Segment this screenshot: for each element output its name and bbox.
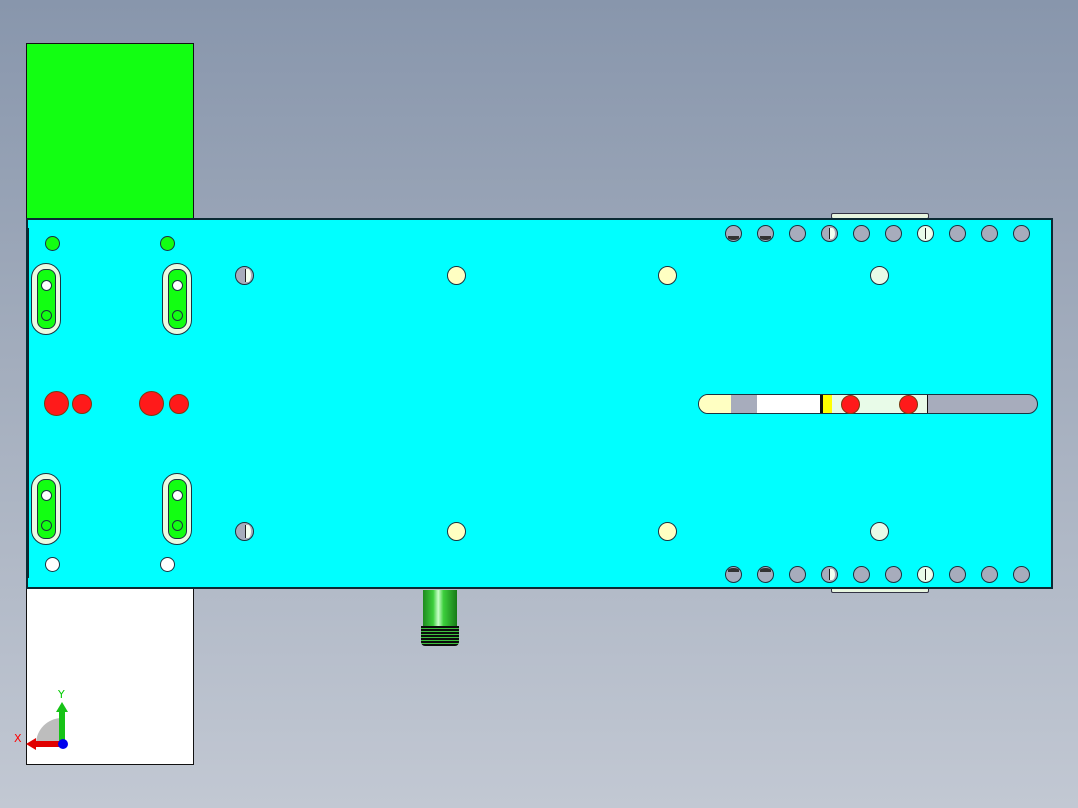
slot-red-pin[interactable] bbox=[841, 395, 860, 414]
y-axis-label: Y bbox=[58, 688, 65, 701]
hole-cream[interactable] bbox=[658, 522, 677, 541]
hole-gray[interactable] bbox=[757, 225, 774, 242]
hole-red-small[interactable] bbox=[169, 394, 189, 414]
hole-gray[interactable] bbox=[235, 266, 254, 285]
long-slot[interactable] bbox=[698, 394, 1038, 414]
hole-green[interactable] bbox=[45, 236, 60, 251]
threaded-fitting[interactable] bbox=[421, 590, 459, 646]
obround-slot[interactable] bbox=[31, 473, 61, 545]
hole-red-large[interactable] bbox=[139, 391, 164, 416]
hole-green[interactable] bbox=[160, 236, 175, 251]
hole-gray[interactable] bbox=[949, 566, 966, 583]
hole-gray[interactable] bbox=[981, 225, 998, 242]
hole-red-large[interactable] bbox=[44, 391, 69, 416]
fitting-body bbox=[423, 590, 457, 626]
fitting-thread bbox=[421, 626, 459, 646]
hole-gray[interactable] bbox=[235, 522, 254, 541]
hole-gray[interactable] bbox=[789, 566, 806, 583]
hole-gray[interactable] bbox=[725, 566, 742, 583]
hole-mint[interactable] bbox=[917, 566, 934, 583]
hole-gray[interactable] bbox=[949, 225, 966, 242]
hole-gray[interactable] bbox=[981, 566, 998, 583]
hole-mint[interactable] bbox=[870, 266, 889, 285]
coordinate-triad: Y X bbox=[14, 688, 74, 754]
slot-segment-gray bbox=[731, 395, 758, 413]
hole-white[interactable] bbox=[45, 557, 60, 572]
hole-cream[interactable] bbox=[658, 266, 677, 285]
triad-icon bbox=[26, 702, 68, 750]
slot-segment-white bbox=[757, 395, 821, 413]
slot-red-pin[interactable] bbox=[899, 395, 918, 414]
hole-mint[interactable] bbox=[870, 522, 889, 541]
hole-cream[interactable] bbox=[447, 522, 466, 541]
obround-slot[interactable] bbox=[162, 263, 192, 335]
obround-slot[interactable] bbox=[162, 473, 192, 545]
hole-gray[interactable] bbox=[853, 225, 870, 242]
hole-gray[interactable] bbox=[725, 225, 742, 242]
hole-white[interactable] bbox=[160, 557, 175, 572]
green-block-part[interactable] bbox=[26, 43, 194, 219]
hole-gray[interactable] bbox=[1013, 566, 1030, 583]
x-axis-label: X bbox=[14, 732, 22, 745]
hole-mint[interactable] bbox=[917, 225, 934, 242]
hole-gray[interactable] bbox=[885, 566, 902, 583]
obround-slot[interactable] bbox=[31, 263, 61, 335]
hole-gray[interactable] bbox=[821, 225, 838, 242]
hole-red-small[interactable] bbox=[72, 394, 92, 414]
plate-side-edge bbox=[26, 228, 29, 578]
hole-gray[interactable] bbox=[821, 566, 838, 583]
hole-gray[interactable] bbox=[757, 566, 774, 583]
hole-gray[interactable] bbox=[1013, 225, 1030, 242]
hole-gray[interactable] bbox=[853, 566, 870, 583]
hole-gray[interactable] bbox=[789, 225, 806, 242]
slot-segment-cream bbox=[699, 395, 732, 413]
hole-cream[interactable] bbox=[447, 266, 466, 285]
hole-gray[interactable] bbox=[885, 225, 902, 242]
